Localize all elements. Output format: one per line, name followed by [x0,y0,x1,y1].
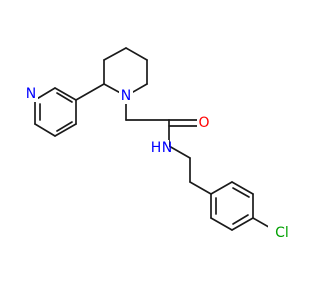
bond-pyridine [54,123,77,137]
bond-n-ch2 [168,145,191,159]
bond-ch2-phenyl [189,181,212,195]
bond-phenyl [231,217,254,231]
bond-piperidine [103,47,127,61]
carbonyl-oxygen-label: O [198,115,209,131]
bond-pyridine [34,123,56,137]
pyridine-nitrogen-label: N [26,86,36,102]
bond-phenyl-double [232,214,249,225]
bond-phenyl-double [232,187,250,198]
bond-pyridine [34,87,56,101]
structure-canvas: N N O H N Cl [24,47,289,241]
atom-label-layer: N N O H N Cl [24,86,289,241]
amide-hydrogen-label: H [151,140,162,156]
bond-layer [34,47,275,231]
bond-ring-link [75,83,105,101]
chlorine-label: Cl [275,225,289,241]
amide-nitrogen-label: N [162,140,172,156]
bond-phenyl [210,217,233,231]
bond-phenyl [210,181,233,195]
bond-phenyl [231,181,254,195]
bond-piperidine [125,47,148,61]
piperidine-nitrogen-label: N [121,88,131,104]
bond-pyridine-double [56,121,73,132]
molecule-drawing: N N O H N Cl [24,47,289,241]
bond-pyridine [54,87,77,101]
bond-pyridine-double [56,92,73,103]
